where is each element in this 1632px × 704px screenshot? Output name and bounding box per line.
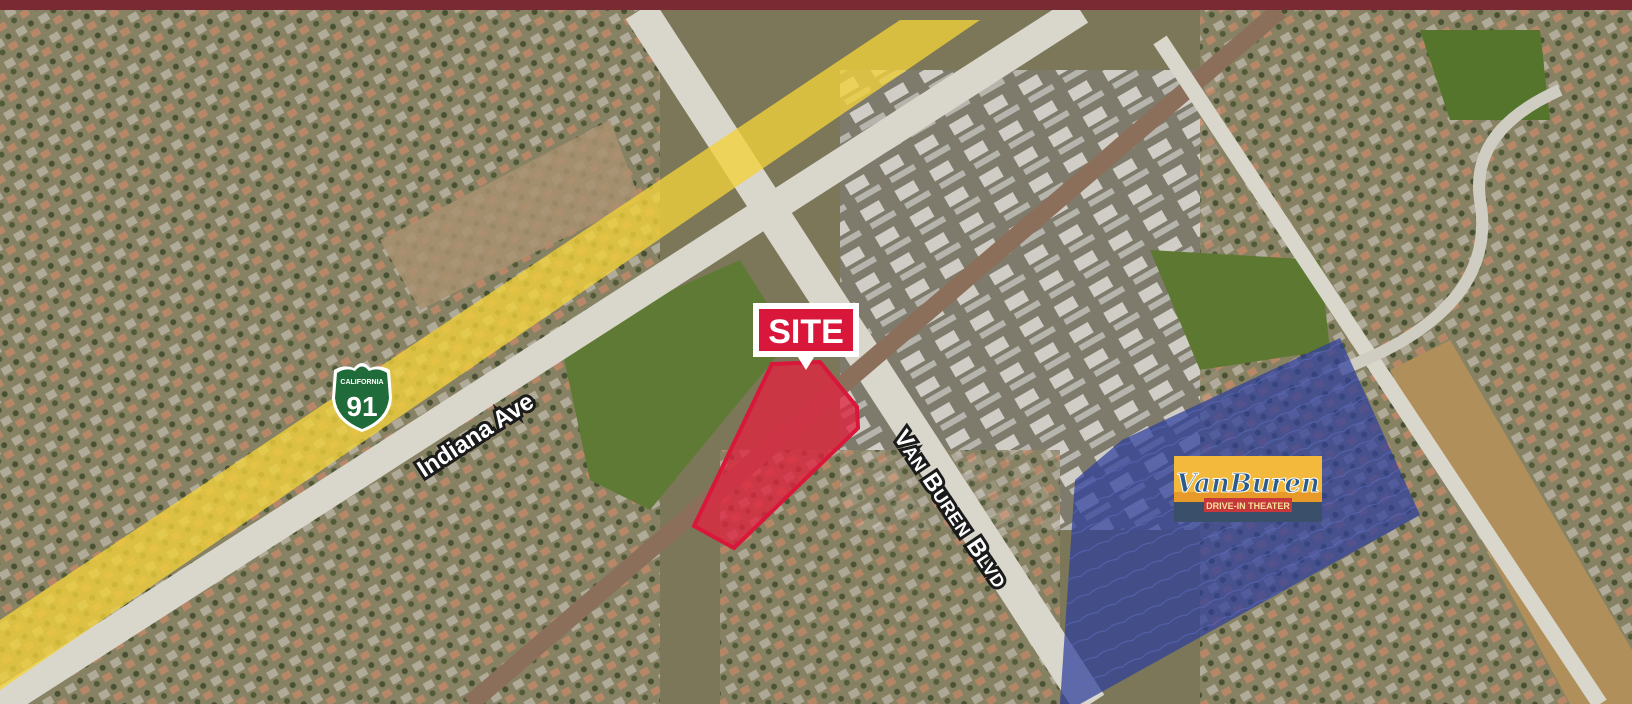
shield-body <box>335 366 389 429</box>
logo-name: VanBuren <box>1176 469 1320 499</box>
site-marker-label: SITE <box>768 313 844 351</box>
railroad <box>464 10 1286 704</box>
road-indiana-ave <box>0 10 1089 704</box>
site-parcel <box>691 359 861 551</box>
aerial-map: SITE CALIFORNIA 91 Indiana Ave VANBURENB… <box>0 10 1632 704</box>
road-curve-east <box>1337 84 1563 376</box>
site-marker[interactable]: SITE <box>753 303 859 370</box>
road-east-arterial <box>1153 35 1607 704</box>
freeway-91-highlight <box>0 20 980 690</box>
logo-tagline: DRIVE-IN THEATER <box>1206 501 1290 511</box>
site-marker-pointer <box>796 354 816 370</box>
van-buren-drive-in-logo-icon: VanBuren DRIVE-IN THEATER <box>1174 456 1322 522</box>
california-state-route-shield-icon: CALIFORNIA 91 <box>332 363 392 432</box>
logo-ribbon <box>1204 498 1292 512</box>
top-brand-bar <box>0 0 1632 10</box>
dirt-strip-east <box>1390 340 1632 704</box>
shield-state: CALIFORNIA <box>340 379 383 386</box>
vacant-lot-north <box>380 120 640 310</box>
green-field-ne <box>1420 30 1550 120</box>
green-field-east <box>1150 250 1330 370</box>
logo-sky <box>1174 456 1322 492</box>
shield-number: 91 <box>346 391 377 422</box>
site-marker-box <box>759 309 853 351</box>
